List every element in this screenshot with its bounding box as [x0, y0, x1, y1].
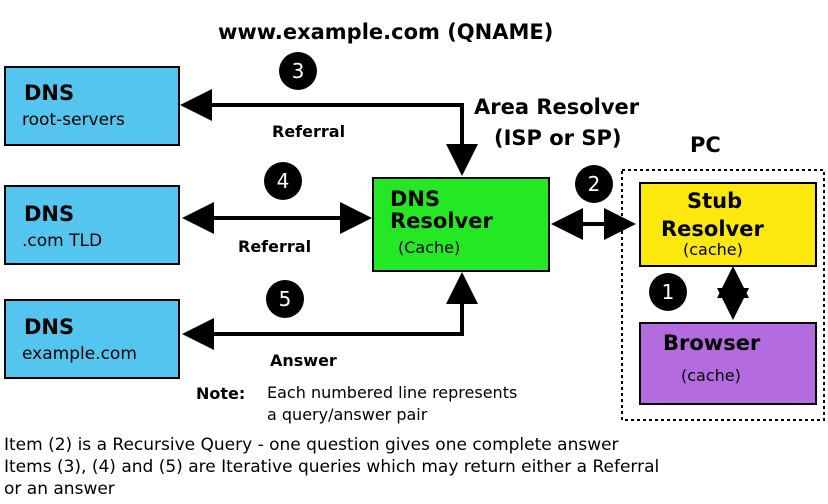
arrow-root-query [180, 89, 478, 176]
root-servers-sub: root-servers [22, 110, 125, 130]
referral-label-tld: Referral [238, 237, 312, 256]
qname-title: www.example.com (QNAME) [218, 20, 554, 44]
dns-resolver-box: DNS Resolver (Cache) [372, 177, 550, 272]
root-servers-name: DNS [24, 81, 75, 105]
area-resolver-label: Area Resolver [474, 95, 640, 119]
root-servers-box: DNS root-servers [4, 66, 180, 146]
browser-name: Browser [663, 331, 761, 355]
step-4-badge: 4 [264, 162, 302, 200]
example-com-sub: example.com [22, 344, 137, 364]
com-tld-box: DNS .com TLD [4, 185, 180, 265]
stub-resolver-line1: Stub [687, 189, 743, 213]
note-line-1: Each numbered line represents [267, 383, 518, 402]
browser-cache: (cache) [681, 366, 741, 385]
browser-box: Browser (cache) [639, 322, 817, 405]
footer-line-1: Item (2) is a Recursive Query - one ques… [4, 435, 619, 455]
stub-resolver-box: Stub Resolver (cache) [639, 182, 817, 267]
stub-resolver-line2: Resolver [661, 217, 764, 241]
answer-label: Answer [270, 351, 337, 370]
area-resolver-sublabel: (ISP or SP) [494, 126, 622, 150]
step-2-badge: 2 [575, 165, 613, 203]
pc-label: PC [690, 133, 721, 157]
dns-resolver-line1: DNS [390, 187, 441, 211]
step-1-badge: 1 [649, 273, 687, 311]
pc-boundary [621, 169, 825, 421]
example-com-name: DNS [24, 315, 75, 339]
arrow-auth-query [182, 272, 478, 350]
note-line-2: a query/answer pair [267, 405, 428, 424]
step-5-badge: 5 [266, 280, 304, 318]
referral-label-root: Referral [272, 122, 346, 141]
example-com-box: DNS example.com [4, 299, 180, 379]
note-title: Note: [196, 384, 246, 403]
dns-resolver-cache: (Cache) [398, 238, 461, 257]
footer-line-3: or an answer [4, 479, 115, 499]
stub-resolver-cache: (cache) [683, 240, 743, 259]
dns-resolver-line2: Resolver [390, 209, 493, 233]
com-tld-name: DNS [24, 202, 75, 226]
com-tld-sub: .com TLD [22, 231, 103, 251]
step-3-badge: 3 [279, 52, 317, 90]
footer-line-2: Items (3), (4) and (5) are Iterative que… [4, 457, 660, 477]
